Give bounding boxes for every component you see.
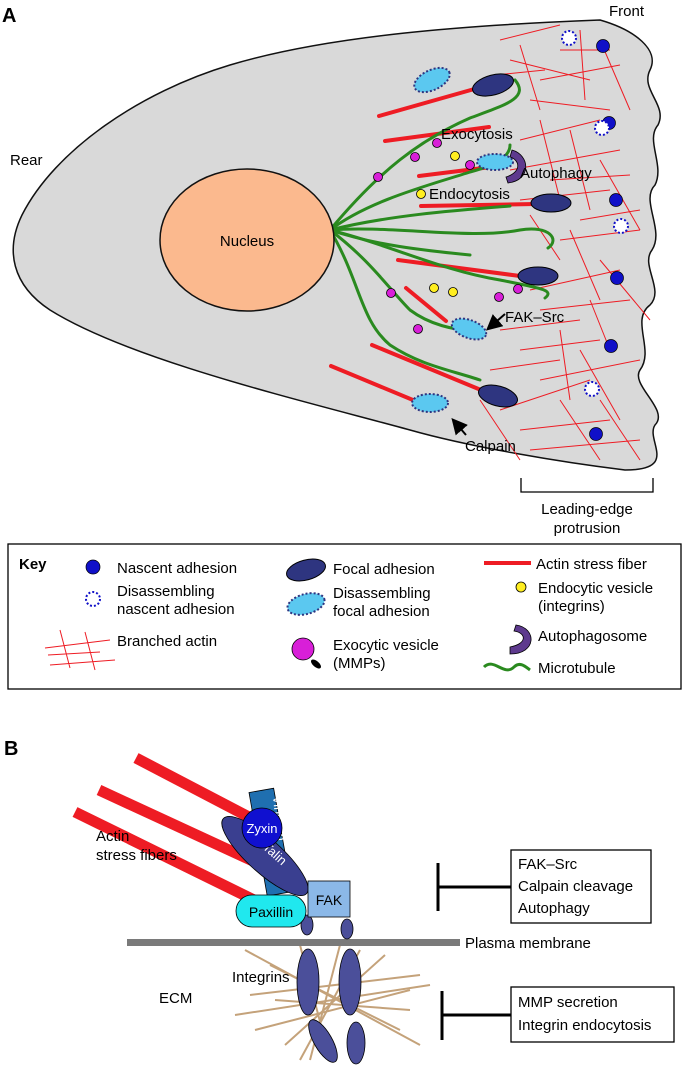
key-disassembling-nascent-label-2: nascent adhesion [117, 601, 235, 618]
key-disassembling-focal-icon [286, 592, 326, 616]
key-branched-actin-label: Branched actin [117, 633, 217, 650]
key-autophagosome-label: Autophagosome [538, 628, 647, 645]
leading-edge-label-line2: protrusion [554, 520, 621, 537]
nucleus [159, 168, 335, 312]
disassembling-nascent-adhesions [561, 30, 629, 397]
key-endocytic-label: Endocytic vesicle [538, 580, 653, 597]
nucleus-label: Nucleus [220, 233, 274, 250]
autophagy-label: Autophagy [520, 165, 592, 182]
paxillin [235, 894, 307, 928]
inhibitor-top-item-3: Autophagy [518, 900, 590, 917]
key-branched-actin-icon [44, 629, 116, 671]
actin-stress-fibers-label-2: stress fibers [96, 847, 177, 864]
key-endocytic-icon [515, 581, 527, 593]
microtubules [328, 78, 555, 382]
exocytosis-label: Exocytosis [441, 126, 513, 143]
inhibitor-top: FAK–Src Calpain cleavage Autophagy [436, 849, 652, 924]
key-microtubule-label: Microtubule [538, 660, 616, 677]
plasma-membrane-label: Plasma membrane [465, 935, 591, 952]
autophagosome [505, 149, 527, 184]
fak-label: FAK [316, 892, 343, 908]
key-disassembling-nascent-label: Disassembling [117, 583, 215, 600]
key-exocytic-label-2: (MMPs) [333, 655, 386, 672]
rear-label: Rear [10, 152, 43, 169]
panel-a-label: A [2, 5, 16, 27]
key-focal-adhesion-label: Focal adhesion [333, 561, 435, 578]
endocytic-vesicles [416, 151, 460, 297]
zyxin [241, 807, 283, 849]
key-exocytic-icon [291, 637, 321, 669]
focal-adhesions [472, 73, 572, 408]
actin-stress-fibers-label: Actin [96, 828, 129, 845]
key-disassembling-focal-label: Disassembling [333, 585, 431, 602]
paxillin-label: Paxillin [249, 904, 293, 920]
front-label: Front [609, 3, 645, 20]
inhibitor-bottom-item-1: MMP secretion [518, 994, 618, 1011]
fak-src-arrow [485, 313, 506, 331]
key-exocytic-label: Exocytic vesicle [333, 637, 439, 654]
integrins [296, 914, 366, 1065]
fak [307, 880, 351, 918]
leading-edge-bracket [520, 478, 654, 493]
key-focal-adhesion-icon [286, 558, 326, 582]
inhibitor-top-item-1: FAK–Src [518, 856, 578, 873]
branched-actin-network [479, 24, 651, 461]
endocytosis-label: Endocytosis [429, 186, 510, 203]
inhibitor-bottom: MMP secretion Integrin endocytosis [440, 986, 675, 1043]
key-autophagosome-icon [509, 624, 532, 655]
key-title: Key [19, 556, 47, 573]
panel-b-label: B [4, 738, 18, 760]
plasma-membrane [127, 939, 460, 946]
inhibitor-top-item-2: Calpain cleavage [518, 878, 633, 895]
key-endocytic-label-2: (integrins) [538, 598, 605, 615]
ecm-label: ECM [159, 990, 192, 1007]
calpain-arrow [451, 417, 468, 436]
inhibitor-bottom-item-2: Integrin endocytosis [518, 1017, 651, 1034]
nascent-adhesions [589, 39, 624, 441]
integrins-label: Integrins [232, 969, 290, 986]
exocytic-vesicles [373, 138, 523, 334]
leading-edge-label: Leading-edge [541, 501, 633, 518]
key-disassembling-nascent-icon [85, 591, 101, 607]
key-stress-fiber-label: Actin stress fiber [536, 556, 647, 573]
fak-src-label: FAK–Src [505, 309, 565, 326]
calpain-label: Calpain [465, 438, 516, 455]
key-box [7, 543, 682, 690]
key-nascent-label: Nascent adhesion [117, 560, 237, 577]
key-microtubule-icon [482, 662, 531, 672]
zyxin-label: Zyxin [246, 821, 277, 836]
key-disassembling-focal-label-2: focal adhesion [333, 603, 430, 620]
key-nascent-icon [85, 559, 101, 575]
disassembling-focal-adhesions [411, 66, 514, 413]
